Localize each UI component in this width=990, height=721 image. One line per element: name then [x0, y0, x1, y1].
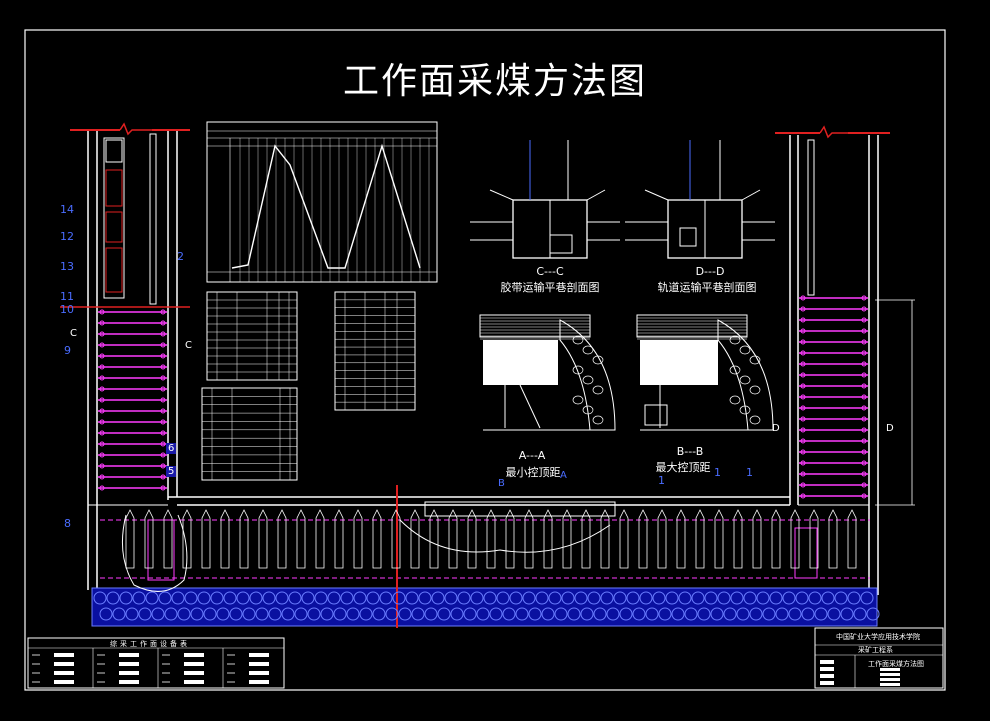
callout-2: 2 [177, 250, 184, 263]
marker-b: B [498, 478, 505, 489]
face-props [125, 509, 857, 569]
right-roadway [775, 125, 915, 595]
title-block-school: 中国矿业大学应用技术学院 [836, 633, 920, 641]
table-mid [334, 291, 416, 411]
marker-a: A [560, 470, 567, 481]
callout-1a: 1 [658, 474, 665, 487]
callout-5: 5 [166, 466, 177, 477]
marker-d-left: D [772, 423, 780, 434]
left-roadway [60, 122, 190, 590]
section-dd-drawing [625, 140, 775, 259]
section-dd-caption: 轨道运输平巷剖面图 [657, 281, 757, 294]
section-cc-drawing [470, 140, 620, 259]
drawing-frame [24, 29, 946, 691]
callout-13: 13 [60, 260, 74, 273]
section-aa-caption: 最小控顶距 [505, 466, 561, 479]
drawing-title: 工作面采煤方法图 [342, 61, 647, 102]
marker-d-right: D [886, 423, 894, 434]
section-cc-label: C---C [536, 265, 564, 278]
cycle-chart [206, 121, 438, 283]
callout-11: 11 [60, 290, 74, 303]
left-roadway-supports [98, 309, 167, 491]
table-left [206, 291, 298, 381]
callout-1b: 1 [714, 466, 721, 479]
table-equipment [201, 387, 298, 481]
title-block [814, 627, 944, 689]
section-aa-drawing [479, 314, 616, 431]
section-cc-caption: 胶带运输平巷剖面图 [500, 281, 600, 294]
gob-rocks [93, 591, 880, 621]
section-aa-label: A---A [518, 449, 546, 462]
title-block-drawing: 工作面采煤方法图 [868, 660, 924, 668]
title-block-dept: 采矿工程系 [858, 646, 893, 654]
callout-12: 12 [60, 230, 74, 243]
right-roadway-supports [799, 295, 868, 499]
section-bb-label: B---B [676, 445, 704, 458]
callout-10: 10 [60, 303, 74, 316]
callout-6: 6 [166, 443, 177, 454]
callout-1c: 1 [746, 466, 753, 479]
callout-9: 9 [64, 344, 71, 357]
callout-14: 14 [60, 203, 74, 216]
marker-c-right: C [185, 340, 192, 351]
marker-c-left: C [70, 328, 77, 339]
callout-8: 8 [64, 517, 71, 530]
working-face [88, 485, 878, 628]
section-bb-drawing [636, 314, 774, 431]
equipment-table-header: 综采工作面设备表 [110, 640, 190, 648]
section-dd-label: D---D [695, 265, 725, 278]
equipment-list-table [27, 637, 285, 689]
section-bb-caption: 最大控顶距 [655, 461, 711, 474]
